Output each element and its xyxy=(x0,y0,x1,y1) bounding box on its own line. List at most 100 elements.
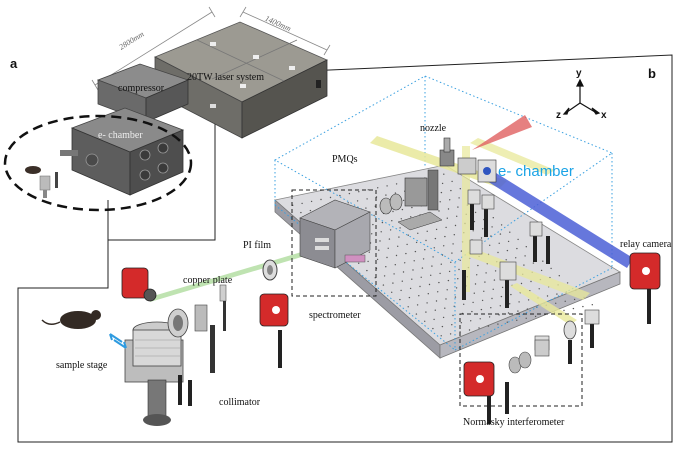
table-hole xyxy=(452,243,454,245)
table-hole xyxy=(515,257,517,259)
table-hole xyxy=(478,327,480,329)
table-hole xyxy=(441,182,444,185)
table-hole xyxy=(400,218,402,220)
table-hole xyxy=(507,312,510,314)
table-hole xyxy=(516,247,518,250)
electron-beam xyxy=(482,168,633,268)
table-hole xyxy=(449,333,452,335)
table-hole xyxy=(395,254,398,257)
laser-system-label: 20TW laser system xyxy=(187,72,265,83)
table-hole xyxy=(379,240,381,242)
table-hole xyxy=(538,288,540,290)
table-hole xyxy=(492,288,494,290)
table-hole xyxy=(427,293,429,295)
table-hole xyxy=(398,236,400,238)
table-hole xyxy=(446,289,448,291)
stage-motion-arrow xyxy=(109,333,127,349)
table-hole xyxy=(517,238,519,241)
table-hole xyxy=(358,262,360,264)
table-hole xyxy=(435,228,438,231)
table-hole xyxy=(480,308,483,311)
table-hole xyxy=(484,281,486,283)
table-hole xyxy=(497,323,499,325)
compressor-label: compressor xyxy=(118,83,165,94)
table-hole xyxy=(452,314,454,317)
collimator-label: collimator xyxy=(219,397,261,408)
table-hole xyxy=(491,297,493,300)
table-hole xyxy=(425,311,427,313)
table-hole xyxy=(426,230,428,232)
table-hole xyxy=(439,272,441,275)
table-hole xyxy=(439,201,441,203)
table-hole xyxy=(510,293,512,296)
table-hole xyxy=(386,256,388,259)
table-hole xyxy=(516,319,518,321)
table-hole xyxy=(474,283,477,285)
interferometer-label: Normasky interferometer xyxy=(463,417,565,428)
table-hole xyxy=(453,234,455,236)
axis-y-label: y xyxy=(576,68,582,79)
table-hole xyxy=(450,261,452,263)
table-hole xyxy=(518,301,520,303)
table-hole xyxy=(411,278,413,280)
small-e-chamber-label: e- chamber xyxy=(98,130,143,141)
table-hole xyxy=(442,316,445,319)
table-hole xyxy=(424,249,426,251)
table-hole xyxy=(368,251,370,253)
table-hole xyxy=(401,208,404,211)
table-hole xyxy=(382,284,385,286)
table-hole xyxy=(395,183,398,185)
table-hole xyxy=(432,256,434,258)
table-hole xyxy=(381,221,384,224)
table-hole xyxy=(497,251,499,254)
table-hole xyxy=(366,198,368,200)
table-hole xyxy=(372,223,374,226)
table-hole xyxy=(365,207,367,209)
panel-b-frame xyxy=(17,54,673,443)
table-hole xyxy=(563,309,565,312)
table-hole xyxy=(458,268,460,271)
table-hole xyxy=(591,304,593,306)
table-hole xyxy=(438,210,440,212)
table-hole xyxy=(310,200,313,203)
table-hole xyxy=(347,202,349,204)
table-hole xyxy=(411,206,413,209)
table-hole xyxy=(527,299,530,301)
table-hole xyxy=(582,305,584,308)
table-hole xyxy=(530,280,532,283)
table-hole xyxy=(401,280,403,282)
table-hole xyxy=(407,234,409,236)
pmq-assembly xyxy=(379,169,443,231)
table-hole xyxy=(426,302,428,304)
table-hole xyxy=(550,267,552,270)
pmqs-label: PMQs xyxy=(332,154,358,165)
table-hole xyxy=(416,304,419,306)
table-hole xyxy=(434,309,436,311)
mini-sample-stage xyxy=(25,166,58,198)
table-hole xyxy=(458,197,460,199)
table-hole xyxy=(420,276,422,278)
table-hole xyxy=(447,279,450,282)
table-hole xyxy=(428,283,431,286)
table-hole xyxy=(470,320,472,322)
table-hole xyxy=(524,255,526,257)
red-laser-cone xyxy=(472,115,532,150)
table-hole xyxy=(481,299,484,302)
spectrometer-device xyxy=(299,199,371,269)
table-hole xyxy=(556,293,558,295)
table-hole xyxy=(419,285,421,288)
table-hole xyxy=(526,308,529,310)
nozzle-label: nozzle xyxy=(420,123,447,134)
table-hole xyxy=(472,230,474,232)
table-hole xyxy=(494,270,497,272)
table-hole xyxy=(418,295,420,297)
table-hole xyxy=(445,298,447,300)
camera-relay xyxy=(629,252,661,290)
table-hole xyxy=(493,279,496,281)
coordinate-axes xyxy=(562,78,601,115)
table-hole xyxy=(540,269,543,272)
axis-z-label: z xyxy=(556,110,561,121)
table-hole xyxy=(459,259,461,261)
table-hole xyxy=(435,300,438,302)
table-hole xyxy=(566,282,569,284)
